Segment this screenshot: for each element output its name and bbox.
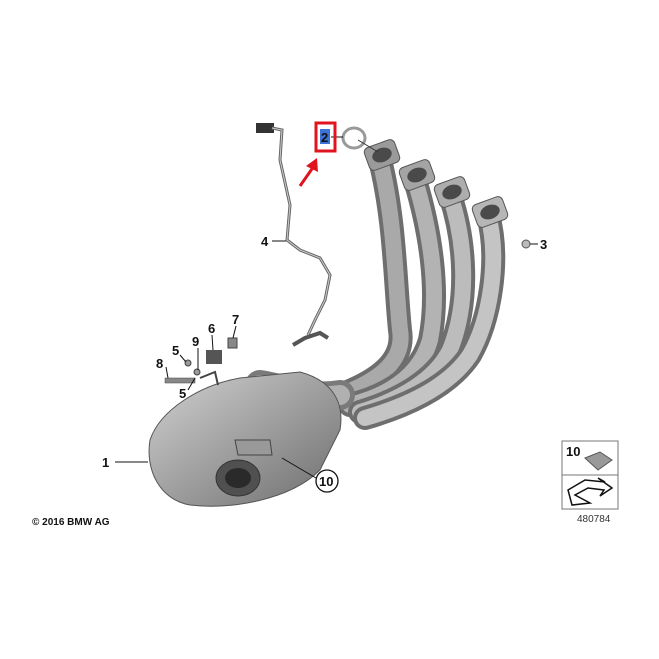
clip-nut-icon (584, 451, 613, 471)
copyright-text: © 2016 BMW AG (32, 517, 110, 528)
exhaust-header-pipes (245, 148, 506, 430)
gasket-ring (341, 126, 367, 150)
callout-5b[interactable]: 5 (179, 386, 186, 401)
callout-8[interactable]: 8 (156, 356, 163, 371)
legend-box: 10 480784 (561, 440, 619, 525)
callout-6[interactable]: 6 (208, 321, 215, 336)
selected-part-highlight (314, 121, 337, 153)
legend-part-number: 10 (566, 444, 580, 459)
muffler (148, 371, 342, 507)
mounting-hardware (164, 239, 531, 386)
callout-10-circle (315, 469, 339, 493)
callout-7[interactable]: 7 (232, 312, 239, 327)
callout-4[interactable]: 4 (261, 234, 269, 249)
red-arrow-icon (298, 158, 318, 187)
direction-arrow-icon (567, 477, 614, 506)
callout-2[interactable]: 2 (321, 130, 328, 145)
selection-background (320, 129, 330, 144)
callout-10[interactable]: 10 (319, 474, 333, 489)
callout-9[interactable]: 9 (192, 334, 199, 349)
callout-1[interactable]: 1 (102, 455, 109, 470)
leader-lines (115, 136, 538, 479)
oxygen-sensor-cable (256, 123, 332, 347)
callout-3[interactable]: 3 (540, 237, 547, 252)
callout-5a[interactable]: 5 (172, 343, 179, 358)
drawing-id: 480784 (577, 514, 611, 525)
